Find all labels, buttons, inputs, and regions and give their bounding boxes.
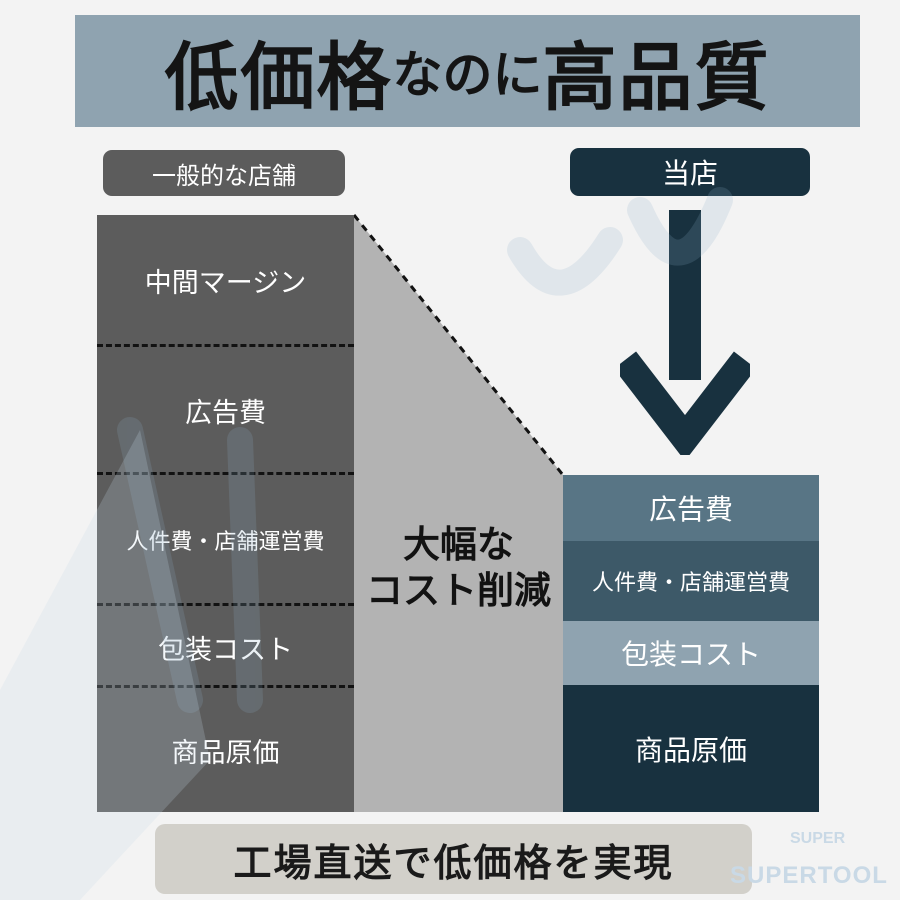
our-segment-product-cost: 商品原価	[563, 685, 819, 812]
segment-divider	[97, 472, 354, 475]
down-arrow-icon	[620, 210, 750, 455]
our-store-label: 当店	[570, 148, 810, 196]
cost-reduction-label: 大幅な コスト削減	[354, 518, 563, 618]
our-segment-packaging: 包装コスト	[563, 621, 819, 685]
cost-reduction-line1: 大幅な	[403, 523, 514, 566]
cost-reduction-line2: コスト削減	[366, 569, 551, 612]
title-banner: 低価格 なのに 高品質	[75, 15, 860, 127]
our-segment-product-cost-label: 商品原価	[634, 733, 747, 767]
title-low-price: 低価格	[164, 34, 393, 121]
factory-direct-banner: 工場直送で低価格を実現	[155, 824, 752, 894]
general-store-column	[97, 215, 354, 812]
title-connector: なのに	[392, 46, 543, 104]
watermark-small-text: SUPER	[790, 830, 846, 847]
general-store-label: 一般的な店舗	[103, 150, 345, 196]
segment-product-cost: 商品原価	[171, 737, 280, 769]
our-segment-advertising: 広告費	[563, 475, 819, 541]
watermark-brand-text: SUPERTOOL	[730, 862, 888, 889]
title-high-quality: 高品質	[542, 34, 771, 121]
segment-advertising: 広告費	[185, 397, 266, 429]
segment-divider	[97, 344, 354, 347]
segment-divider	[97, 685, 354, 688]
segment-staff-operations: 人件費・店舗運営費	[126, 530, 325, 555]
our-segment-staff-operations-label: 人件費・店舗運営費	[591, 571, 790, 596]
our-segment-packaging-label: 包装コスト	[620, 638, 761, 671]
our-segment-advertising-label: 広告費	[648, 493, 733, 526]
segment-packaging: 包装コスト	[158, 634, 293, 666]
segment-middle-margin: 中間マージン	[144, 267, 307, 299]
our-segment-staff-operations: 人件費・店舗運営費	[563, 541, 819, 621]
segment-divider	[97, 603, 354, 606]
